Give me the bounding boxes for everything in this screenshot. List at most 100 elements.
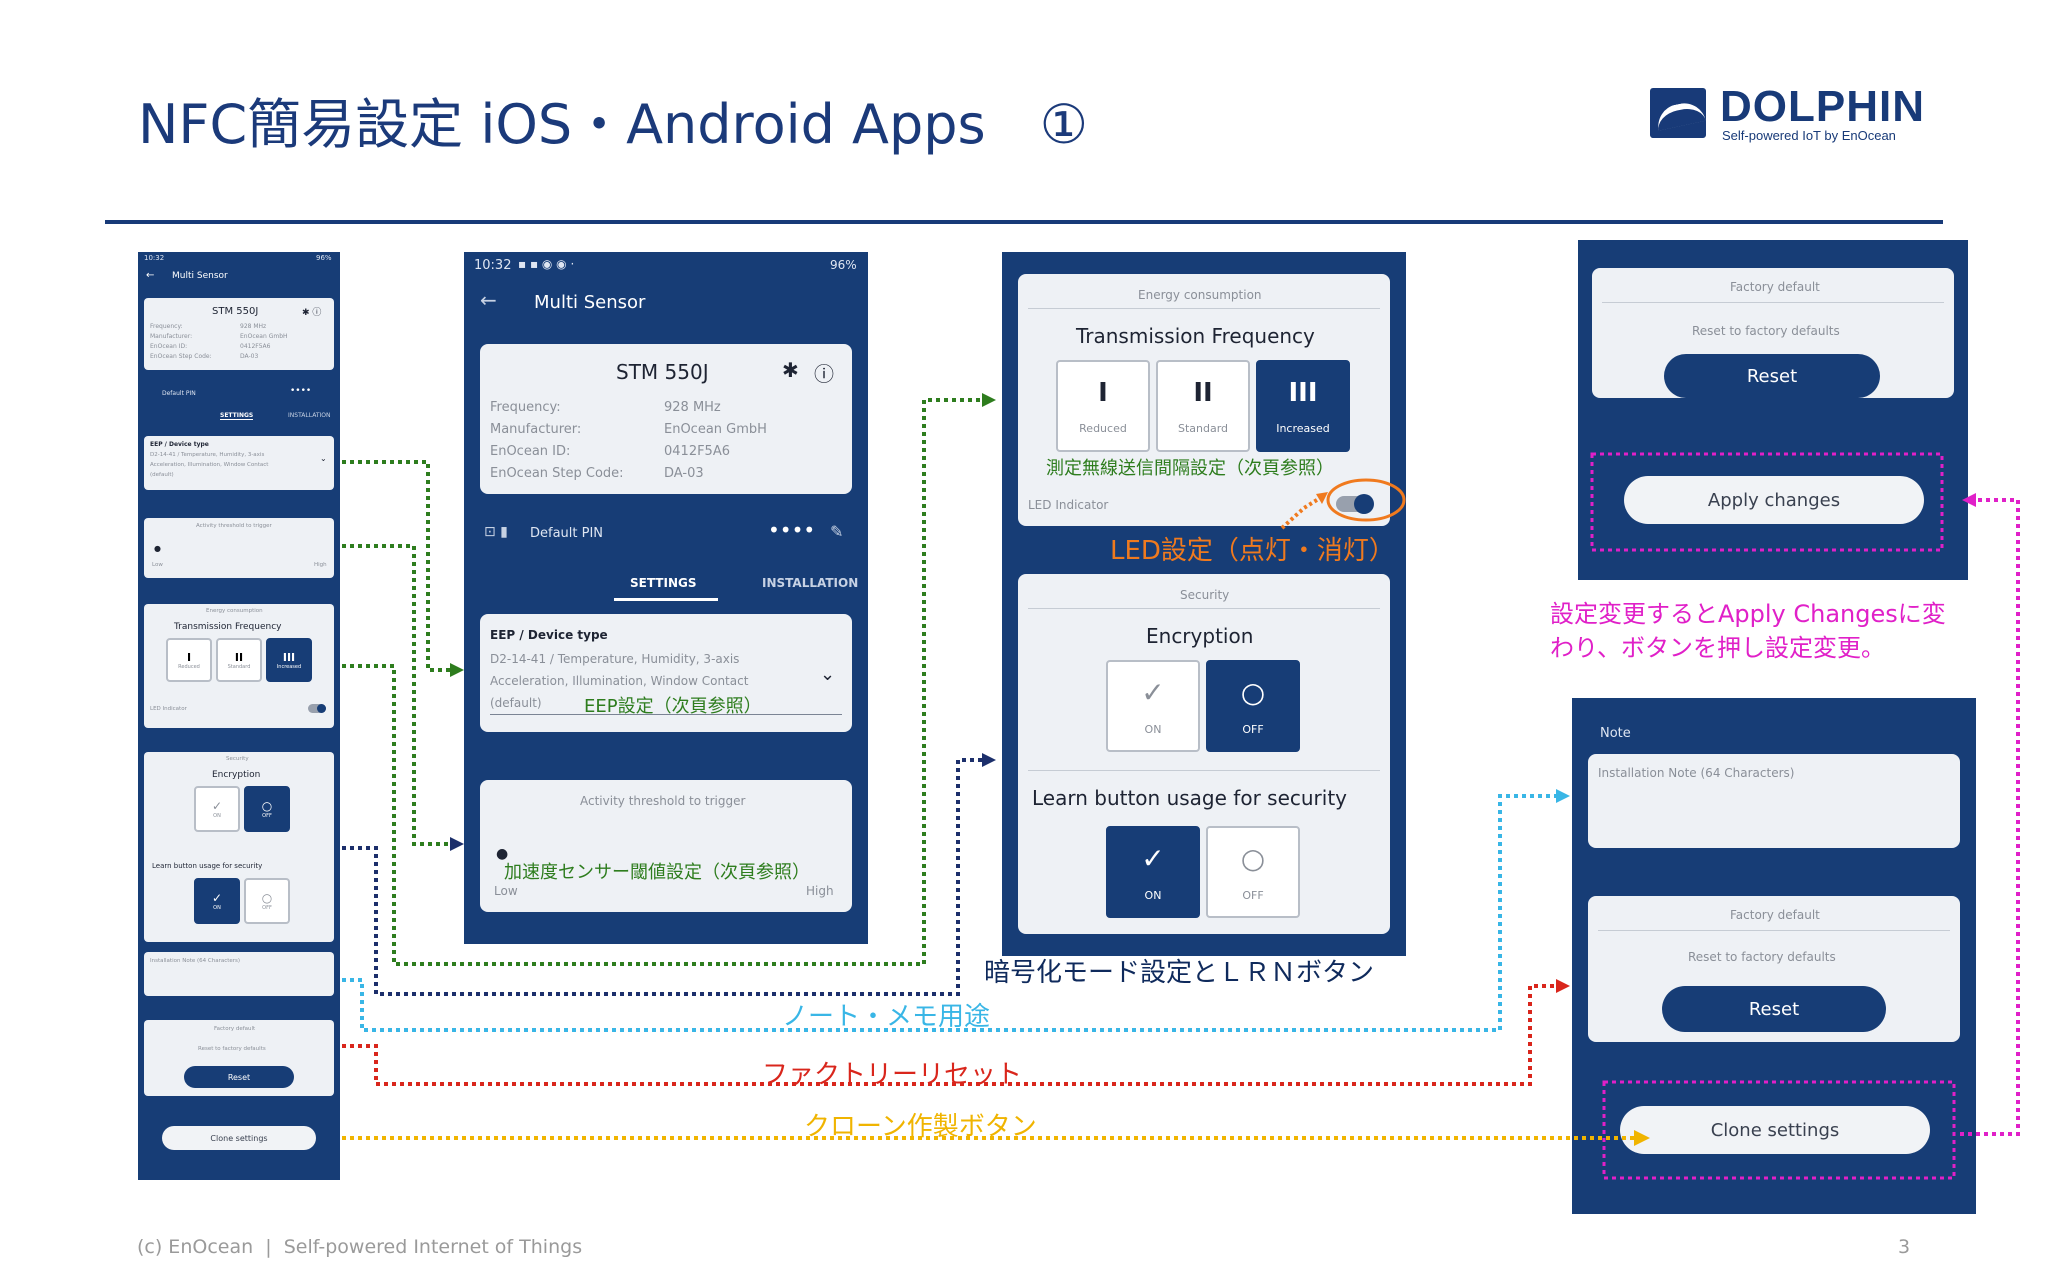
eep-title: EEP / Device type [490, 628, 608, 642]
factory-card: Factory default Reset to factory default… [1592, 268, 1954, 398]
back-arrow-icon[interactable]: ← [146, 270, 155, 281]
encryption-off-button[interactable]: ○OFF [244, 786, 290, 832]
encryption-on-button[interactable]: ✓ON [194, 786, 240, 832]
screen-title: Multi Sensor [172, 271, 228, 281]
info-value: 0412F5A6 [664, 444, 730, 459]
slider-low: Low [152, 562, 163, 568]
security-title: Security [1180, 588, 1230, 602]
apply-changes-button[interactable]: Apply changes [1624, 476, 1924, 524]
tab-settings-underline [614, 598, 718, 601]
learn-on-button[interactable]: ✓ON [1106, 826, 1200, 918]
footer-text: (c) EnOcean | Self-powered Internet of T… [137, 1236, 583, 1258]
encryption-title: Encryption [212, 770, 261, 780]
reset-button[interactable]: Reset [1664, 354, 1880, 398]
info-value: EnOcean GmbH [664, 422, 767, 437]
tx-title: Transmission Frequency [174, 622, 282, 632]
phone-note-screenshot: Note Installation Note (64 Characters) F… [1572, 698, 1976, 1214]
encryption-off-button[interactable]: ○OFF [1206, 660, 1300, 752]
logo-wordmark: DOLPHIN [1720, 82, 1925, 131]
eep-line: D2-14-41 / Temperature, Humidity, 3-axis [490, 652, 740, 666]
page-number: 3 [1898, 1236, 1911, 1258]
device-info-card: STM 550J ✱ ⓘ Frequency: 928 MHz Manufact… [144, 298, 334, 370]
eep-card[interactable]: EEP / Device type D2-14-41 / Temperature… [144, 436, 334, 490]
energy-title: Energy consumption [206, 608, 263, 614]
screen-title: Multi Sensor [534, 292, 646, 313]
eep-line: (default) [490, 696, 542, 710]
status-icons: ▪ ▪ ◉ ◉ · [518, 257, 575, 271]
arrow-head [450, 663, 464, 677]
arrow-head [1556, 979, 1570, 993]
edit-icon[interactable]: ✎ [830, 522, 844, 541]
info-label: EnOcean Step Code: [490, 466, 624, 481]
lock-icon: ⊡ ▮ [484, 524, 508, 540]
slider-thumb[interactable]: ● [154, 544, 161, 553]
pin-mask: •••• [768, 518, 816, 542]
led-annotation: LED設定（点灯・消灯） [1110, 536, 1395, 566]
apply-annotation-line1: 設定変更するとApply Changesに変 [1550, 600, 1946, 628]
arrow-head [982, 393, 996, 407]
note-placeholder: Installation Note (64 Characters) [1598, 766, 1795, 780]
logo-tagline: Self-powered IoT by EnOcean [1722, 128, 1896, 143]
arrow-head [1556, 789, 1570, 803]
nfc-icon: ✱ ⓘ [302, 308, 322, 318]
info-label: Frequency: [150, 323, 183, 330]
note-placeholder: Installation Note (64 Characters) [150, 958, 241, 964]
led-toggle[interactable] [308, 704, 326, 713]
device-name: STM 550J [616, 360, 709, 384]
back-arrow-icon[interactable]: ← [480, 288, 497, 312]
energy-title: Energy consumption [1138, 288, 1262, 302]
nfc-icon: ✱ [782, 358, 799, 382]
tab-settings[interactable]: SETTINGS [220, 412, 254, 420]
slide-title: NFC簡易設定 iOS・Android Apps ① [138, 93, 1089, 156]
led-label: LED Indicator [1028, 498, 1109, 512]
activity-card: Activity threshold to trigger ● Low High [480, 780, 852, 912]
factory-title: Factory default [1730, 908, 1820, 922]
divider [1028, 770, 1380, 771]
accel-annotation: 加速度センサー閾値設定（次頁参照） [504, 862, 810, 883]
clone-settings-button[interactable]: Clone settings [1620, 1106, 1930, 1154]
pin-mask: •••• [290, 386, 312, 396]
factory-sub: Reset to factory defaults [198, 1046, 266, 1052]
learn-on-button[interactable]: ✓ON [194, 878, 240, 924]
led-toggle[interactable] [1336, 494, 1374, 514]
note-input[interactable]: Installation Note (64 Characters) [1588, 754, 1960, 848]
factory-card: Factory default Reset to factory default… [144, 1020, 334, 1096]
eep-line: Acceleration, Illumination, Window Conta… [490, 674, 749, 688]
info-label: EnOcean ID: [490, 444, 571, 459]
info-value: 928 MHz [240, 323, 267, 330]
chevron-down-icon[interactable]: ⌄ [820, 664, 836, 685]
tab-settings[interactable]: SETTINGS [630, 576, 697, 590]
phone-apply-screenshot: Factory default Reset to factory default… [1578, 240, 1968, 580]
factory-sub: Reset to factory defaults [1688, 950, 1836, 964]
arrow-head [450, 837, 464, 851]
learn-off-button[interactable]: ○OFF [1206, 826, 1300, 918]
tab-installation[interactable]: INSTALLATION [762, 576, 859, 590]
eep-annotation: EEP設定（次頁参照） [584, 696, 762, 717]
info-label: EnOcean Step Code: [150, 353, 212, 360]
reset-button[interactable]: Reset [184, 1066, 294, 1088]
tab-installation[interactable]: INSTALLATION [288, 412, 331, 419]
status-time: 10:32 [144, 254, 165, 262]
note-input[interactable]: Installation Note (64 Characters) [144, 952, 334, 996]
security-card: Security Encryption ✓ON ○OFF Learn butto… [144, 752, 334, 942]
eep-line: D2-14-41 / Temperature, Humidity, 3-axis [150, 452, 265, 458]
phone-main-screenshot: 10:32 ▪ ▪ ◉ ◉ · 96% ← Multi Sensor STM 5… [464, 252, 868, 944]
note-heading: Note [1600, 726, 1631, 741]
status-battery: 96% [830, 258, 857, 272]
reset-button[interactable]: Reset [1662, 986, 1886, 1032]
chevron-down-icon[interactable]: ⌄ [320, 454, 327, 463]
learn-off-button[interactable]: ○OFF [244, 878, 290, 924]
learn-title: Learn button usage for security [1032, 786, 1347, 810]
encryption-on-button[interactable]: ✓ON [1106, 660, 1200, 752]
device-name: STM 550J [212, 306, 259, 317]
clone-settings-button[interactable]: Clone settings [162, 1126, 316, 1150]
factory-title: Factory default [214, 1026, 256, 1032]
info-label: Frequency: [490, 400, 561, 415]
info-icon[interactable]: ⓘ [814, 362, 834, 386]
